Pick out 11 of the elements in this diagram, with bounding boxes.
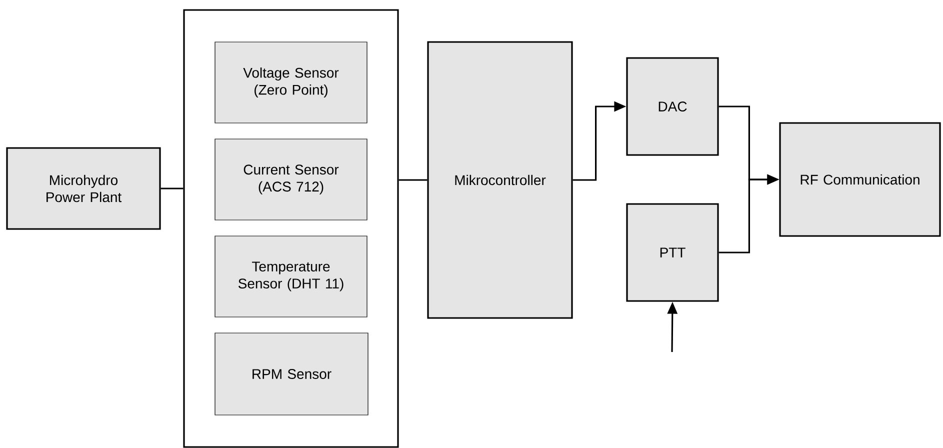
connector-line (398, 179, 428, 181)
connector-line (160, 188, 184, 190)
process-box: Mikrocontroller (427, 41, 573, 319)
process-box: PTT (626, 203, 719, 302)
process-box: RF Communication (779, 122, 941, 237)
sensor-box: RPM Sensor (214, 332, 368, 416)
sensor-box: Current Sensor (ACS 712) (214, 138, 368, 220)
process-box: Microhydro Power Plant (6, 147, 161, 230)
process-box: DAC (626, 57, 719, 156)
sensor-box: Voltage Sensor (Zero Point) (214, 42, 368, 124)
sensor-box: Temperature Sensor (DHT 11) (214, 236, 368, 318)
